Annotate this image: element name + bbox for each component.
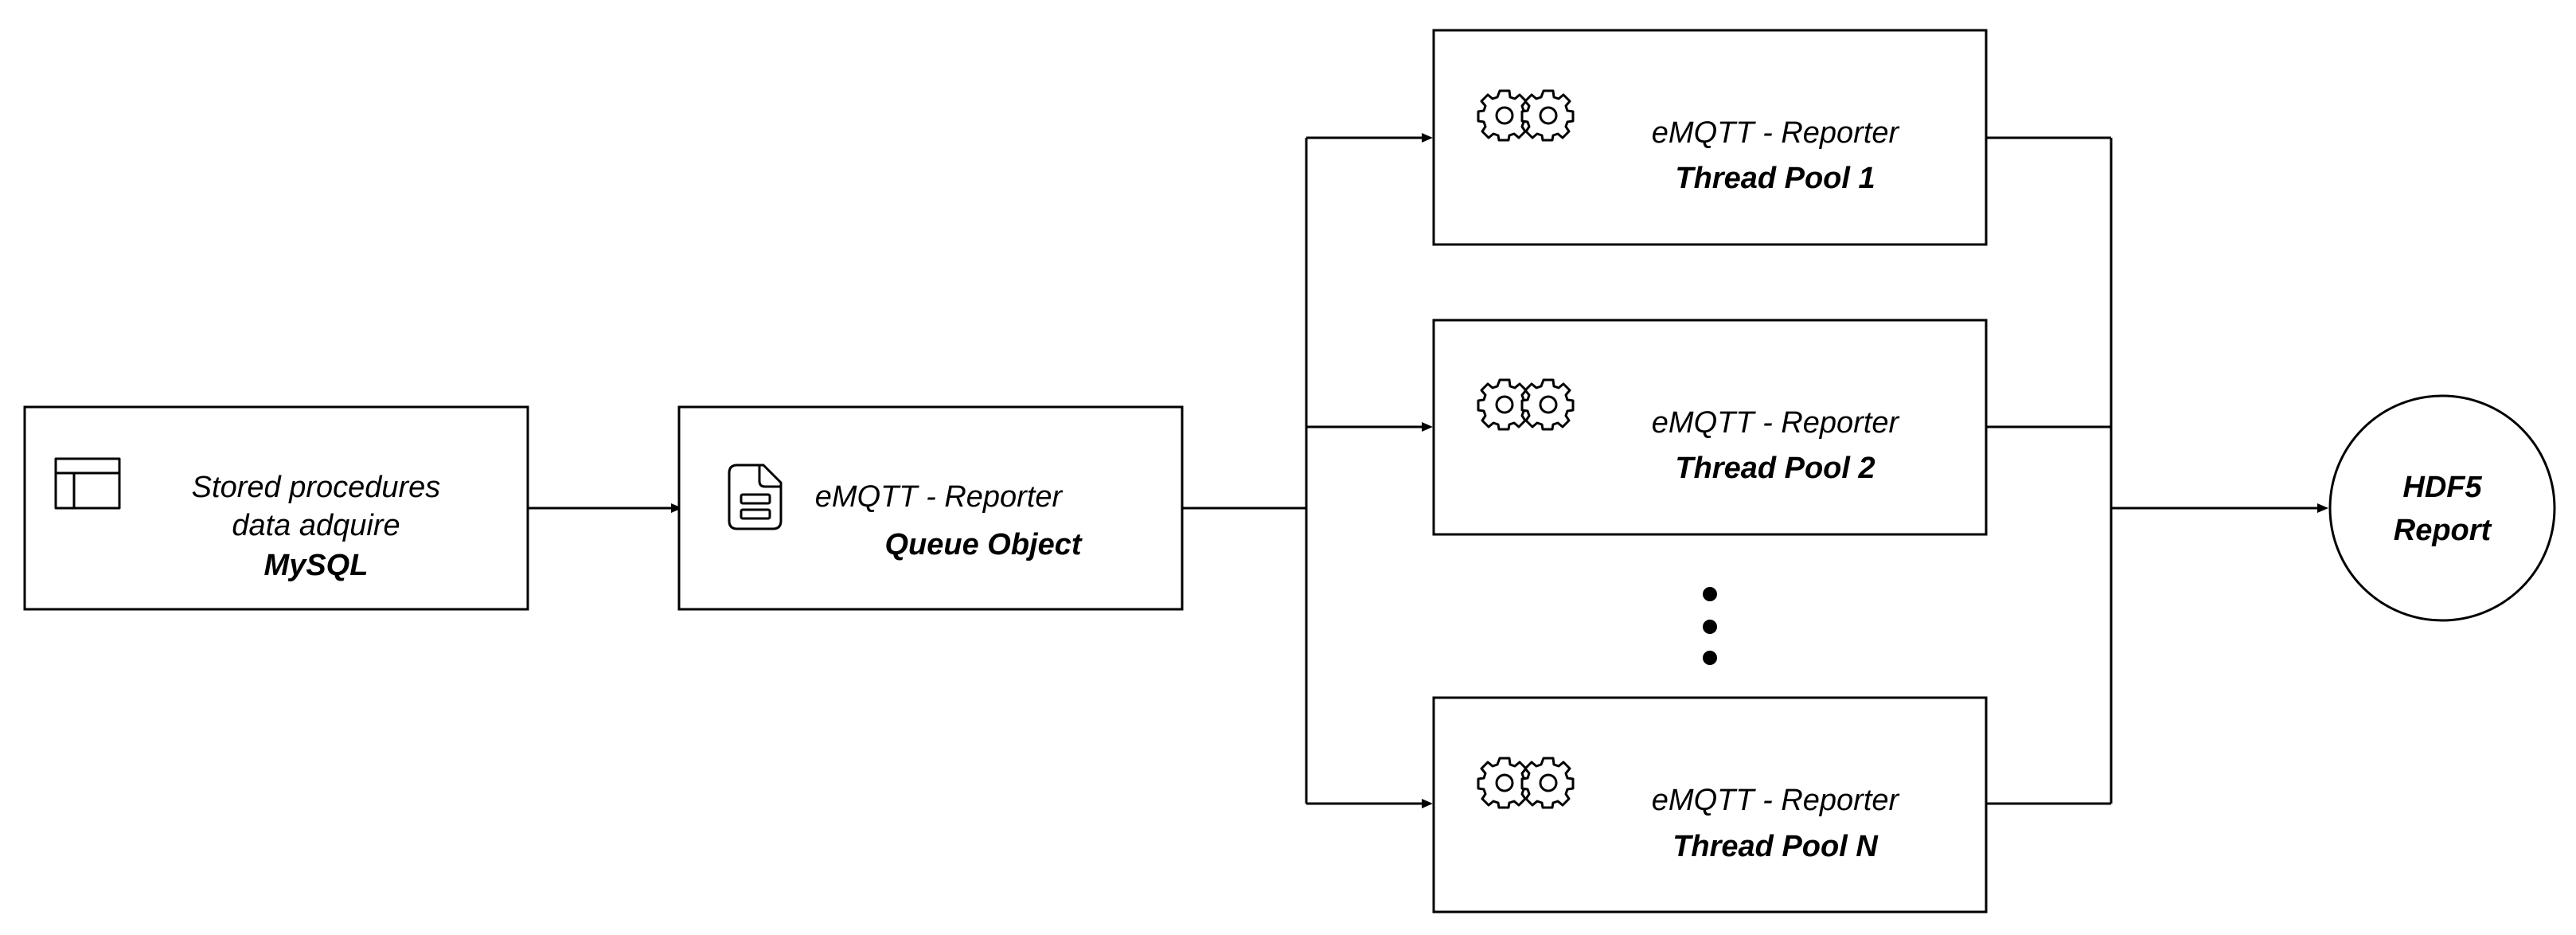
thread-pool-n-node: eMQTT - Reporter Thread Pool N	[1432, 696, 1988, 913]
arrowhead-pool-2	[1422, 422, 1433, 432]
thread-pool-2-node: eMQTT - Reporter Thread Pool 2	[1432, 319, 1988, 536]
connectors	[529, 133, 2328, 808]
thread-pool-1-node: eMQTT - Reporter Thread Pool 1	[1432, 29, 1988, 246]
pool-n-line1: eMQTT - Reporter	[1652, 784, 1900, 817]
pool-2-line1: eMQTT - Reporter	[1652, 406, 1900, 440]
arrowhead-queue	[671, 503, 682, 513]
hdf5-report-node: HDF5 Report	[2328, 394, 2556, 622]
pool-n-title: Thread Pool N	[1672, 830, 1879, 863]
pool-2-title: Thread Pool 2	[1675, 452, 1875, 485]
arrowhead-report	[2317, 503, 2328, 513]
queue-object-box	[677, 405, 1184, 611]
queue-title: Queue Object	[884, 528, 1082, 561]
queue-line1: eMQTT - Reporter	[815, 480, 1064, 514]
thread-pool-n-box	[1432, 696, 1988, 913]
mysql-title: MySQL	[264, 549, 369, 582]
report-line2: Report	[2394, 514, 2492, 547]
arrowhead-pool-n	[1422, 799, 1433, 808]
report-line1: HDF5	[2402, 471, 2482, 504]
mysql-source-node: Stored procedures data adquire MySQL	[23, 405, 529, 611]
thread-pool-1-box	[1432, 29, 1988, 246]
table-layout-icon	[54, 457, 121, 510]
queue-object-node: eMQTT - Reporter Queue Object	[677, 405, 1184, 611]
hdf5-report-circle	[2328, 394, 2556, 622]
pool-1-line1: eMQTT - Reporter	[1652, 116, 1900, 150]
mysql-line1: Stored procedures	[192, 471, 441, 504]
arrowhead-pool-1	[1422, 133, 1433, 143]
more-pools-ellipsis	[1703, 587, 1717, 665]
thread-pool-2-box	[1432, 319, 1988, 536]
document-icon	[728, 464, 783, 530]
pool-1-title: Thread Pool 1	[1675, 162, 1875, 195]
mysql-line2: data adquire	[232, 509, 400, 542]
